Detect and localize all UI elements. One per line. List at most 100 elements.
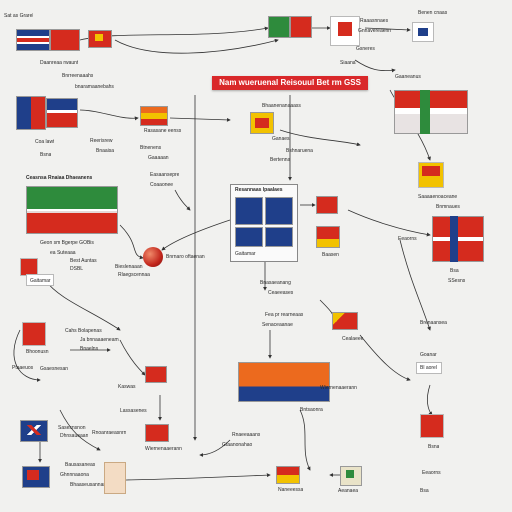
- flag-emblem: [346, 470, 354, 478]
- label: Bsa: [420, 488, 429, 494]
- label: DSBL: [70, 266, 84, 272]
- flag-node[interactable]: [316, 226, 340, 248]
- label: Aeanaea: [338, 488, 359, 494]
- label: Bsna: [40, 152, 52, 158]
- label: ea Suteaaa: [50, 250, 76, 256]
- label: Cealaeee: [342, 336, 364, 342]
- label: Bntsaonra: [300, 407, 323, 413]
- label: Saaaaenoaceane: [418, 194, 458, 200]
- label: Dhnsaueaan: [60, 433, 89, 439]
- flag-node[interactable]: [26, 186, 118, 234]
- label: Baasen: [322, 252, 339, 258]
- panel-caption: Resannaas lpaalaes: [235, 187, 283, 193]
- label: Lassasenes: [120, 408, 147, 414]
- label: Coaaonee: [150, 182, 174, 188]
- connector: [174, 189, 191, 211]
- label: SSesns: [448, 278, 466, 284]
- label: Bl aorel: [420, 365, 437, 371]
- label: Ceaeeases: [268, 290, 294, 296]
- connector: [119, 473, 271, 481]
- flag-node[interactable]: [145, 366, 167, 383]
- flag-node[interactable]: [16, 96, 46, 130]
- panel-flag[interactable]: [265, 197, 293, 225]
- label: Raaasnnaes: [360, 18, 389, 24]
- panel-flag[interactable]: [235, 197, 263, 225]
- label: Bnmnaues: [436, 204, 460, 210]
- flag-node[interactable]: [145, 424, 169, 442]
- connector: [299, 409, 311, 471]
- connector: [347, 209, 431, 237]
- flag-emblem: [27, 470, 39, 480]
- flag-node[interactable]: [238, 362, 330, 402]
- panel-footer: Gaitamar: [235, 251, 256, 257]
- flag-node[interactable]: [276, 466, 300, 484]
- label: Goanar: [420, 352, 437, 358]
- label: Sat as Grarel: [4, 13, 34, 19]
- connector: [161, 219, 231, 251]
- connector: [114, 38, 279, 54]
- label: Bshnaruena: [286, 148, 313, 154]
- connector: [119, 224, 144, 260]
- connector: [359, 334, 411, 381]
- card-node[interactable]: [420, 414, 444, 438]
- label: Easaansepre: [150, 172, 180, 178]
- connector: [79, 109, 139, 121]
- card-node[interactable]: [22, 322, 46, 346]
- diagram-title: Nam wueruenal Reisouul Bet rm GSS: [212, 76, 368, 90]
- flag-emblem: [418, 28, 428, 36]
- card-node[interactable]: [416, 362, 442, 374]
- flag-emblem: [422, 166, 440, 176]
- label: Fea pr rearneaas: [265, 312, 304, 318]
- connector: [426, 384, 433, 416]
- label: Benen cnaas: [418, 10, 448, 16]
- label: Cahs Bolapenas: [65, 328, 102, 334]
- label: Wiernenaaerann: [320, 385, 357, 391]
- connector: [364, 27, 411, 32]
- connector: [119, 339, 146, 376]
- label: Gaaaaan: [148, 155, 169, 161]
- flag-node[interactable]: [332, 312, 358, 330]
- central-panel[interactable]: Resannaas lpaalaes Gaitamar: [230, 184, 298, 262]
- connector: [199, 439, 231, 457]
- flag-node[interactable]: [290, 16, 312, 38]
- label: Ceasnsa Rnaiaa Dhaeanens: [26, 175, 93, 181]
- flag-node[interactable]: [316, 196, 338, 214]
- label: Bnrreenaaahs: [62, 73, 94, 79]
- label: Eeaorns: [422, 470, 441, 476]
- label: Geon sm Bgerpe GOBis: [40, 240, 94, 246]
- label: Wiernenaaerann: [145, 446, 182, 452]
- label: Gtaanonahao: [222, 442, 253, 448]
- label: bnaramaanebahs: [75, 84, 114, 90]
- flag-node[interactable]: [432, 216, 484, 262]
- panel-flag[interactable]: [235, 227, 263, 247]
- label: Btnenens: [140, 145, 162, 151]
- flag-node[interactable]: [268, 16, 290, 38]
- label: Bertenna: [270, 157, 291, 163]
- flag-node[interactable]: [394, 90, 468, 134]
- flag-node[interactable]: [140, 106, 168, 126]
- panel-flag[interactable]: [265, 227, 293, 247]
- connector: [59, 409, 101, 451]
- label: Bsa: [450, 268, 459, 274]
- label: Brenaansea: [420, 320, 447, 326]
- label: Rasasane eenss: [144, 128, 182, 134]
- note-card[interactable]: [104, 462, 126, 494]
- label: Gsaesnesan: [40, 366, 69, 372]
- flag-node[interactable]: [50, 29, 80, 51]
- flag-node[interactable]: [46, 98, 78, 128]
- connector: [354, 59, 396, 73]
- label: Eeaorns: [398, 236, 417, 242]
- label: Ja bnnaaaeneam: [80, 337, 119, 343]
- label: Kaswas: [118, 384, 136, 390]
- label: Bnasaeanang: [260, 280, 291, 286]
- label: Bhaanenanaaass: [262, 103, 301, 109]
- label: Ptaaeuos: [12, 365, 34, 371]
- label: Reerisrew: [90, 138, 113, 144]
- label: Ghnnnaaona: [60, 472, 89, 478]
- card-node[interactable]: [26, 274, 54, 286]
- label: Rnaeeaaans: [232, 432, 261, 438]
- flag-node[interactable]: [16, 29, 50, 51]
- label: Gaitamar: [30, 278, 51, 284]
- label: Best Auntas: [70, 258, 97, 264]
